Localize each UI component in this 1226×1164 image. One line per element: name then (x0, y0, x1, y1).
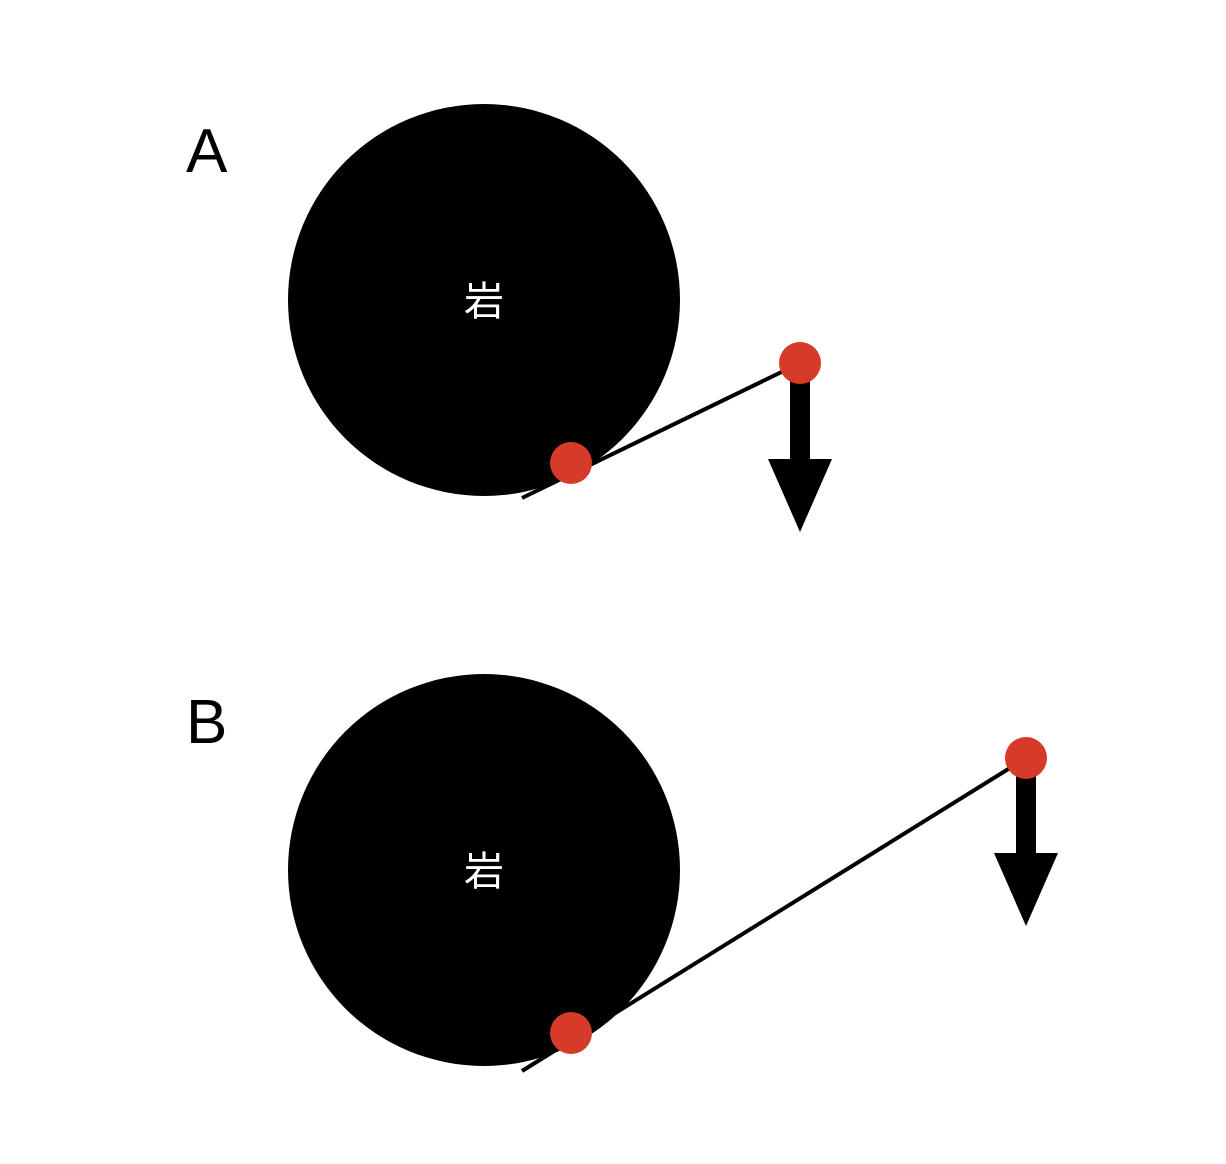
panel-b-rock (288, 674, 680, 1066)
panel-b-force-arrow-head (994, 853, 1058, 926)
panel-a-force-arrow-head (768, 459, 832, 532)
panel-a-force-arrow-shaft (790, 363, 810, 463)
panel-a: A 岩 (186, 104, 832, 532)
panel-b-fulcrum-point (550, 1012, 592, 1054)
panel-b: B 岩 (186, 674, 1058, 1073)
panel-b-lever (520, 756, 1028, 1073)
panel-a-fulcrum-point (550, 442, 592, 484)
panel-b-rock-label: 岩 (464, 849, 504, 895)
panel-a-rock (288, 104, 680, 496)
panel-b-effort-point (1005, 737, 1047, 779)
panel-a-effort-point (779, 342, 821, 384)
panel-a-label: A (186, 117, 228, 186)
panel-a-rock-label: 岩 (464, 279, 504, 325)
panel-b-force-arrow-shaft (1016, 758, 1036, 858)
panel-b-label: B (186, 688, 227, 757)
